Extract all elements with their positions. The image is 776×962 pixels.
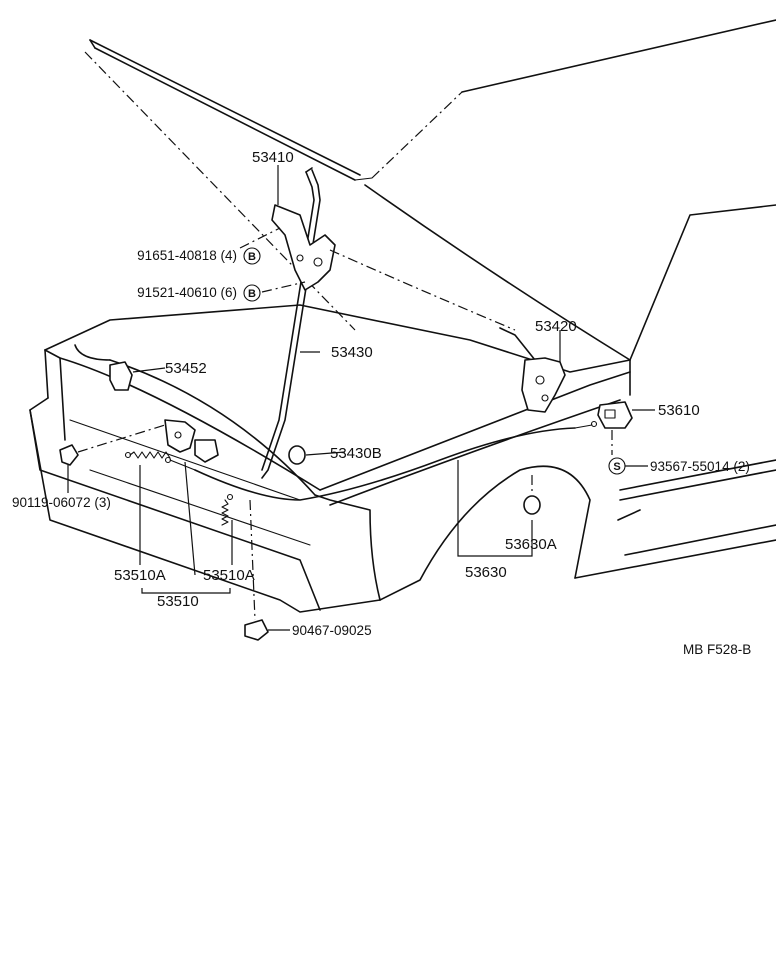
- marker-b-2: B: [243, 284, 261, 302]
- hood-lock: [164, 419, 219, 463]
- label-91521-40610: 91521-40610 (6): [137, 285, 237, 300]
- marker-s-1: S: [608, 457, 626, 475]
- label-53410: 53410: [252, 149, 294, 166]
- hood-hinge-left: [271, 204, 336, 291]
- label-53510: 53510: [157, 593, 199, 610]
- spring-left: [124, 451, 171, 459]
- diagram-code: MB F528-B: [683, 642, 751, 657]
- hood-stopper: [109, 361, 133, 391]
- label-90119-06072: 90119-06072 (3): [12, 495, 111, 510]
- grommet-53430b: [288, 445, 306, 465]
- hood-support-rod: [261, 167, 321, 479]
- release-lever: [597, 401, 633, 429]
- marker-b-1: B: [243, 247, 261, 265]
- callout-leaders: [67, 165, 655, 631]
- label-53510a-right: 53510A: [203, 567, 255, 584]
- label-91651-40818: 91651-40818 (4): [137, 248, 237, 263]
- label-53510a-left: 53510A: [114, 567, 166, 584]
- marker-s-1-text: S: [613, 461, 620, 473]
- clip-90119: [59, 444, 79, 466]
- label-53452: 53452: [165, 360, 207, 377]
- assembly-leaders: [77, 227, 613, 621]
- label-53630a: 53630A: [505, 536, 557, 553]
- clip-90467: [244, 619, 269, 641]
- label-53630: 53630: [465, 564, 507, 581]
- label-53610: 53610: [658, 402, 700, 419]
- hood-hinge-right: [499, 327, 566, 413]
- label-53430b: 53430B: [330, 445, 382, 462]
- label-93567-55014: 93567-55014 (2): [650, 459, 750, 474]
- grommet-53630a: [523, 495, 541, 515]
- label-53430: 53430: [331, 344, 373, 361]
- car-body: [29, 304, 776, 613]
- spring-right: [221, 493, 234, 526]
- marker-b-1-text: B: [248, 251, 256, 263]
- release-cable: [164, 420, 598, 501]
- label-53420: 53420: [535, 318, 577, 335]
- hood-panel: [84, 19, 776, 361]
- label-90467-09025: 90467-09025: [292, 623, 372, 638]
- marker-b-2-text: B: [248, 288, 256, 300]
